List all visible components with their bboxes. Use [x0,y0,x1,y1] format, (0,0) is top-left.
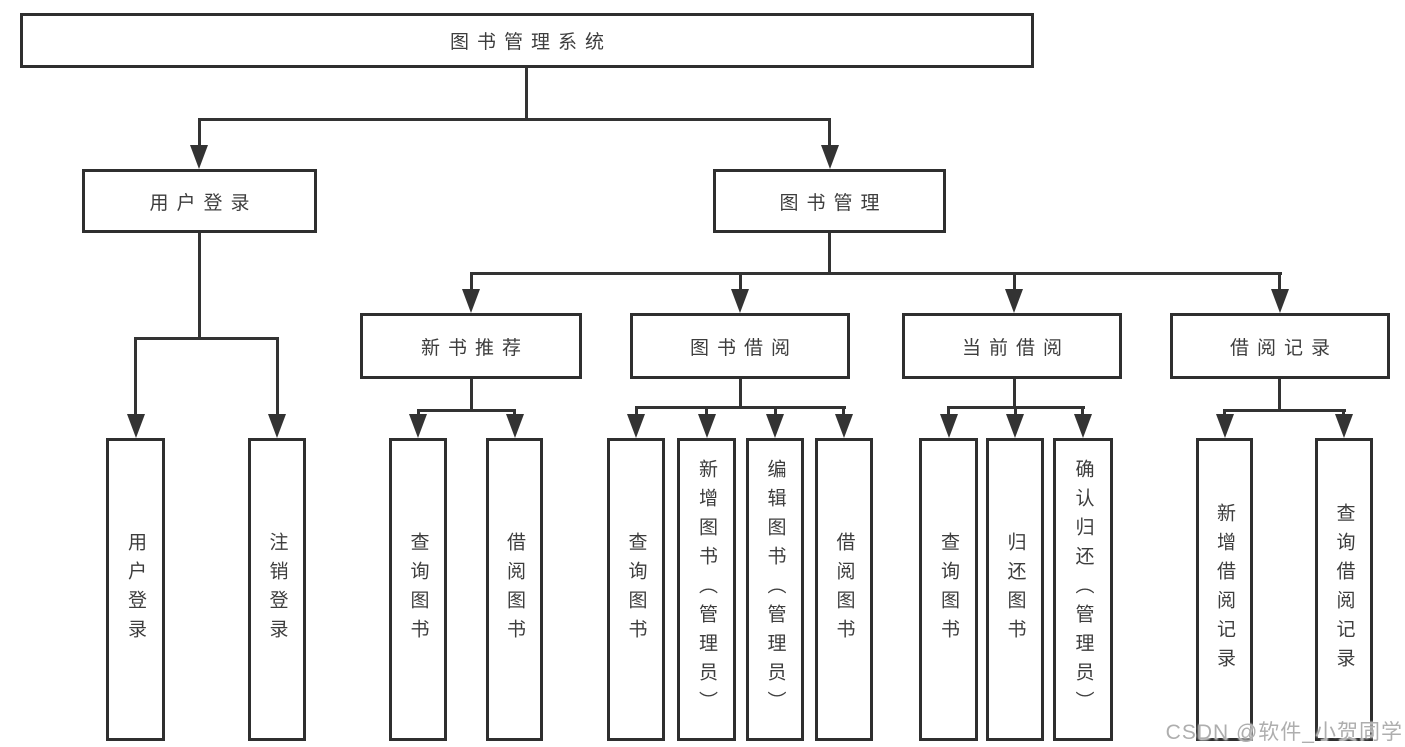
node-add-book-admin: 新增图书（管理员） [677,438,736,741]
node-return-book: 归还图书 [986,438,1044,741]
connector-line [774,406,777,418]
connector-arrow-down [506,414,524,438]
connector-arrow-down [940,414,958,438]
node-logout: 注销登录 [248,438,306,741]
node-borrowing-records: 借阅记录 [1170,313,1390,379]
node-label: 新增借阅记录 [1214,502,1235,677]
connector-arrow-down [127,414,145,438]
connector-arrow-down [821,145,839,169]
node-user-login-leaf: 用户登录 [106,438,165,741]
node-label: 查询图书 [407,531,429,648]
node-label: 查询图书 [625,531,647,648]
node-query-borrow-record: 查询借阅记录 [1315,438,1373,741]
node-label: 图书管理 [779,192,888,214]
node-label: 新增图书（管理员） [696,459,717,720]
connector-arrow-down [1005,289,1023,313]
connector-line [828,233,831,275]
node-borrow-books-recommend: 借阅图书 [486,438,543,741]
connector-line [635,406,638,418]
node-edit-book-admin: 编辑图书（管理员） [746,438,804,741]
node-label: 用户登录 [149,192,258,214]
connector-arrow-down [409,414,427,438]
node-label: 查询图书 [938,531,959,648]
connector-arrow-down [835,414,853,438]
node-new-book-recommend: 新书推荐 [360,313,582,379]
connector-line [1342,409,1345,418]
node-label: 用户登录 [125,531,146,648]
connector-line [1013,272,1016,292]
connector-line [417,409,516,412]
node-label: 借阅图书 [504,531,525,648]
watermark: CSDN @软件_小贺同学 [1165,721,1403,744]
node-query-books-borrowing: 查询图书 [607,438,665,741]
connector-line [1278,272,1281,292]
connector-line [1278,379,1281,412]
node-label: 归还图书 [1004,531,1026,648]
connector-arrow-down [1271,289,1289,313]
node-label: 图书管理系统 [449,32,612,53]
connector-line [635,406,846,409]
node-user-login: 用户登录 [82,169,317,233]
connector-line [1013,379,1016,409]
node-label: 图书借阅 [689,337,798,359]
connector-line [134,337,137,416]
connector-arrow-down [462,289,480,313]
node-query-books-recommend: 查询图书 [389,438,447,741]
node-book-borrowing: 图书借阅 [630,313,850,379]
connector-arrow-down [1074,414,1092,438]
connector-arrow-down [766,414,784,438]
node-label: 当前借阅 [961,337,1070,359]
connector-line [513,409,516,418]
node-label: 借阅图书 [833,531,855,648]
connector-line [1014,406,1017,418]
connector-line [417,409,420,418]
connector-line [947,406,950,418]
connector-arrow-down [190,145,208,169]
connector-arrow-down [1335,414,1353,438]
connector-line [525,68,528,121]
connector-line [198,118,201,150]
connector-line [198,233,201,340]
connector-line [1081,406,1084,418]
connector-arrow-down [1006,414,1024,438]
node-query-books-current: 查询图书 [919,438,978,741]
connector-line [134,337,279,340]
node-book-management: 图书管理 [713,169,946,233]
connector-line [470,272,473,292]
node-label: 注销登录 [266,531,288,648]
connector-line [828,118,831,150]
node-confirm-return-admin: 确认归还（管理员） [1053,438,1113,741]
connector-line [739,379,742,409]
node-label: 借阅记录 [1229,337,1338,359]
connector-line [1223,409,1226,418]
node-label: 新书推荐 [420,337,529,359]
node-library-system: 图书管理系统 [20,13,1034,68]
node-label: 确认归还（管理员） [1072,459,1094,720]
connector-line [739,272,742,292]
connector-arrow-down [1216,414,1234,438]
connector-line [198,118,831,121]
connector-line [842,406,845,418]
connector-line [1223,409,1346,412]
connector-line [470,272,1282,275]
node-borrow-books: 借阅图书 [815,438,873,741]
connector-line [705,406,708,418]
connector-line [470,379,473,412]
node-label: 查询借阅记录 [1333,502,1355,677]
connector-line [276,337,279,416]
node-label: 编辑图书（管理员） [764,459,786,720]
connector-arrow-down [731,289,749,313]
node-current-borrowing: 当前借阅 [902,313,1122,379]
connector-arrow-down [268,414,286,438]
connector-arrow-down [698,414,716,438]
connector-arrow-down [627,414,645,438]
node-add-borrow-record: 新增借阅记录 [1196,438,1253,741]
